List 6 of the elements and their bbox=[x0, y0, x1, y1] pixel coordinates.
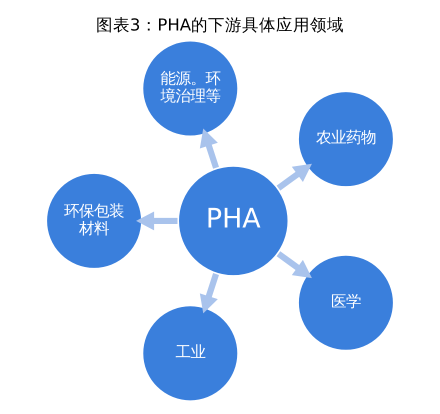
arrow bbox=[136, 210, 178, 230]
diagram-title: 图表3：PHA的下游具体应用领域 bbox=[96, 14, 344, 34]
arrow bbox=[276, 163, 312, 190]
arrow bbox=[200, 128, 219, 168]
arrow bbox=[200, 272, 219, 313]
arrow bbox=[276, 250, 312, 278]
